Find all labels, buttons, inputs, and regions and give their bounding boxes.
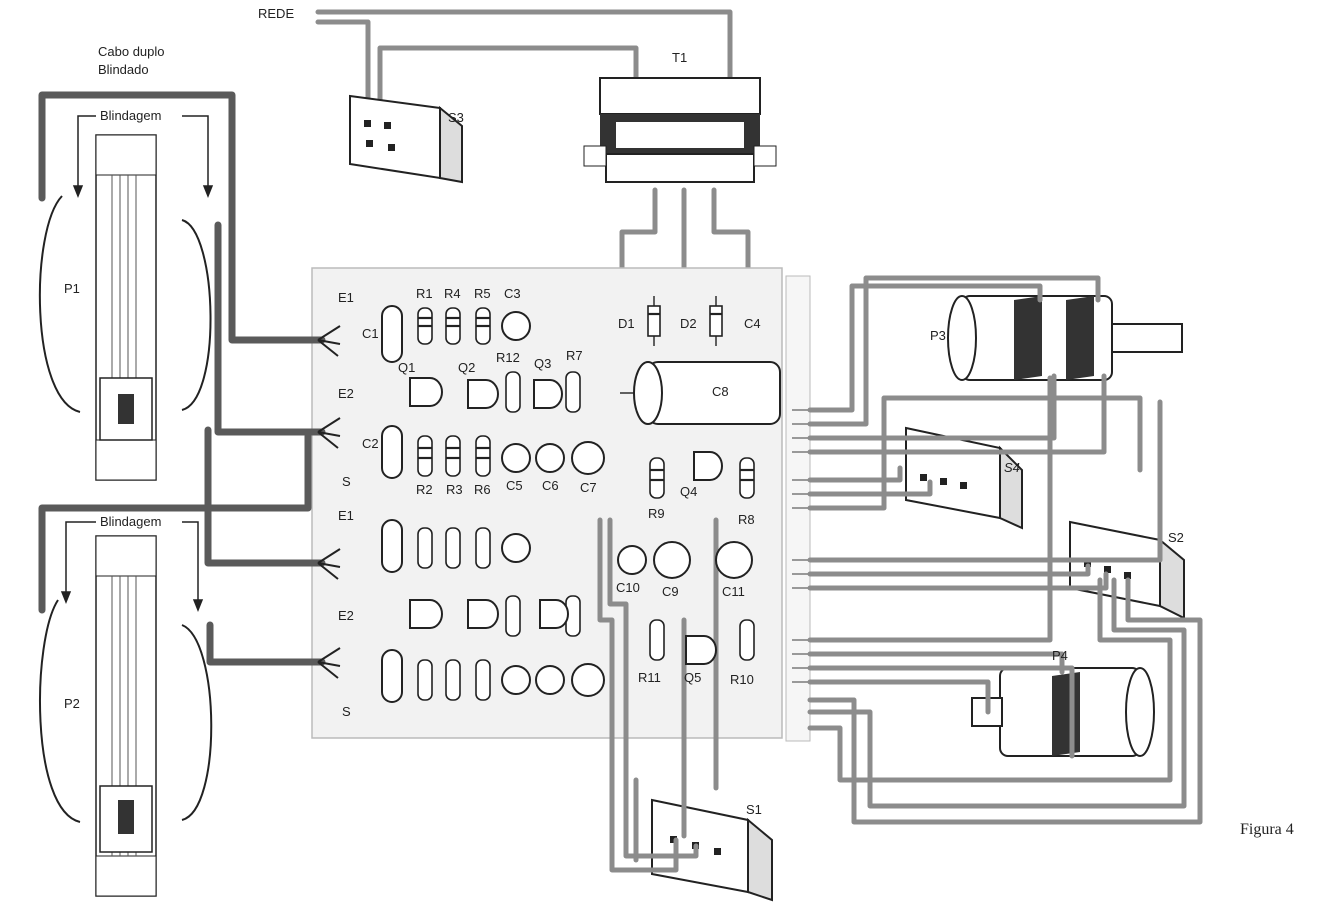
label-c7: C7: [580, 480, 597, 495]
right-wiring: [807, 275, 1203, 825]
label-r6: R6: [474, 482, 491, 497]
label-r12: R12: [496, 350, 520, 365]
label-s2: S2: [1168, 530, 1184, 545]
switch-s2: [1069, 520, 1185, 620]
label-q1: Q1: [398, 360, 415, 375]
label-blindagem-top: Blindagem: [100, 108, 161, 123]
label-r3: R3: [446, 482, 463, 497]
label-cabo-line1: Cabo duplo: [98, 44, 165, 59]
label-s3: S3: [448, 110, 464, 125]
rotary-pot-p3: [947, 295, 1183, 381]
label-p4: P4: [1052, 648, 1068, 663]
label-c1: C1: [362, 326, 379, 341]
mains-wires: [315, 9, 751, 303]
switch-s4: [905, 426, 1023, 530]
label-r1: R1: [416, 286, 433, 301]
label-blindagem-bottom: Blindagem: [100, 514, 161, 529]
label-r9: R9: [648, 506, 665, 521]
label-r4: R4: [444, 286, 461, 301]
label-q4: Q4: [680, 484, 697, 499]
label-figura: Figura 4: [1240, 821, 1294, 838]
transformer-t1: [583, 77, 777, 183]
label-d1: D1: [618, 316, 635, 331]
label-c5: C5: [506, 478, 523, 493]
label-e2-bottom: E2: [338, 608, 354, 623]
rotary-pot-p4: [971, 667, 1155, 757]
label-s1: S1: [746, 802, 762, 817]
label-c8: C8: [712, 384, 729, 399]
slider-pot-p2: [95, 535, 157, 897]
label-c6: C6: [542, 478, 559, 493]
label-d2: D2: [680, 316, 697, 331]
label-p3: P3: [930, 328, 946, 343]
label-e2-top: E2: [338, 386, 354, 401]
label-e1-bottom: E1: [338, 508, 354, 523]
labels: REDE Cabo duplo Blindado Blindagem Blind…: [64, 6, 1294, 838]
label-c4: C4: [744, 316, 761, 331]
label-e1-top: E1: [338, 290, 354, 305]
label-c3: C3: [504, 286, 521, 301]
label-c10: C10: [616, 580, 640, 595]
label-s-top: S: [342, 474, 351, 489]
label-r11: R11: [638, 670, 661, 685]
label-r5: R5: [474, 286, 491, 301]
label-r2: R2: [416, 482, 433, 497]
label-s-bottom: S: [342, 704, 351, 719]
label-t1: T1: [672, 50, 687, 65]
label-q3: Q3: [534, 356, 551, 371]
label-c11: C11: [722, 584, 745, 599]
label-p2: P2: [64, 696, 80, 711]
switch-s3: [349, 94, 463, 184]
label-p1: P1: [64, 281, 80, 296]
label-q2: Q2: [458, 360, 475, 375]
label-rede: REDE: [258, 6, 294, 21]
label-s4: S4: [1004, 460, 1020, 475]
label-r7: R7: [566, 348, 583, 363]
label-c9: C9: [662, 584, 679, 599]
pcb-components: [317, 296, 781, 703]
slider-pot-p1: [95, 134, 157, 481]
label-cabo-line2: Blindado: [98, 62, 149, 77]
shielded-cables: [38, 91, 326, 823]
label-r8: R8: [738, 512, 755, 527]
blindagem-arrows: [60, 115, 214, 613]
label-c2: C2: [362, 436, 379, 451]
label-r10: R10: [730, 672, 754, 687]
label-q5: Q5: [684, 670, 701, 685]
